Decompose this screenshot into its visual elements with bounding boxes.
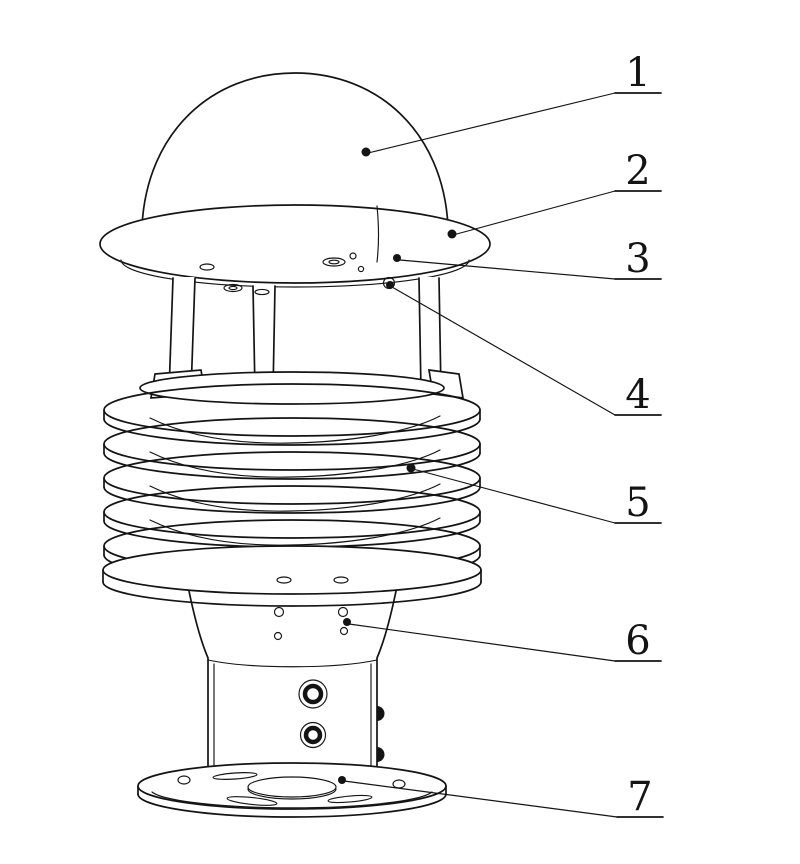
callout-1: 1 bbox=[361, 50, 662, 157]
callouts: 1 2 3 4 5 6 bbox=[338, 50, 664, 820]
louver-2 bbox=[103, 417, 481, 471]
sensor-port-b-inner bbox=[228, 285, 238, 291]
callout-3-dot bbox=[393, 254, 401, 262]
flange-center-hole-depth bbox=[247, 788, 337, 800]
louver-plates bbox=[103, 383, 481, 582]
post-right-edge bbox=[418, 277, 422, 393]
bolt-lower-ring bbox=[303, 725, 323, 745]
plate-hole-left bbox=[276, 576, 292, 584]
base-flange bbox=[137, 762, 447, 818]
callout-5-leader bbox=[412, 468, 616, 524]
callout-3: 3 bbox=[393, 236, 662, 282]
callout-1-dot bbox=[361, 147, 371, 157]
cone-cylinder-seam bbox=[207, 659, 378, 668]
callout-4-leader bbox=[391, 286, 616, 416]
callout-4: 4 bbox=[386, 281, 662, 418]
cap-ring-band bbox=[99, 204, 491, 284]
callout-7-dot bbox=[338, 776, 346, 784]
post-center-fill bbox=[253, 284, 275, 392]
callout-2: 2 bbox=[447, 148, 662, 239]
sensor-port-d-inner bbox=[328, 259, 340, 265]
flange-hole-left bbox=[177, 775, 191, 785]
callout-1-leader bbox=[367, 92, 616, 154]
callout-4-dot bbox=[386, 281, 394, 289]
louver-5-edge bbox=[103, 545, 481, 556]
callout-2-dot bbox=[447, 229, 457, 239]
callout-2-label: 2 bbox=[625, 148, 650, 194]
flange-center-hole bbox=[247, 776, 337, 798]
sensor-port-d bbox=[322, 257, 346, 267]
callout-2-leader bbox=[452, 190, 616, 236]
louver-3-edge bbox=[103, 477, 481, 488]
flange-slot-b bbox=[226, 796, 278, 806]
spacer-4 bbox=[149, 517, 441, 546]
callout-5-label: 5 bbox=[625, 480, 650, 526]
mount-plate bbox=[139, 371, 445, 405]
louver-3 bbox=[103, 451, 481, 505]
flange-disc bbox=[137, 762, 447, 810]
post-left-fill bbox=[169, 277, 195, 392]
bottom-plate-edge bbox=[102, 569, 482, 583]
flange-edge bbox=[137, 785, 447, 795]
louver-4-edge bbox=[103, 511, 481, 522]
flange-slot-c bbox=[327, 794, 373, 804]
sensor-port-b bbox=[223, 283, 243, 293]
bottom-plate-rim bbox=[102, 581, 482, 607]
sensor-port-a bbox=[199, 263, 215, 271]
dome-outline bbox=[141, 72, 449, 227]
spacer-1 bbox=[149, 415, 441, 444]
callout-5: 5 bbox=[406, 463, 662, 526]
bottom-plate bbox=[102, 545, 482, 595]
cone-hole-a bbox=[273, 606, 285, 618]
cap-ring-seam bbox=[376, 205, 380, 263]
callout-7: 7 bbox=[338, 774, 664, 820]
sensor-hole-a bbox=[349, 252, 357, 260]
louver-stack bbox=[103, 369, 481, 582]
flange-inner-rim bbox=[151, 791, 433, 809]
bolt-lower-outer bbox=[299, 721, 327, 749]
callout-6-label: 6 bbox=[625, 618, 650, 664]
sensor-port-c bbox=[254, 288, 270, 296]
dome bbox=[141, 72, 449, 227]
flange-slot-a bbox=[212, 772, 258, 780]
louver-4 bbox=[103, 485, 481, 539]
cone-hole-c bbox=[273, 631, 283, 641]
louver-2-edge bbox=[103, 443, 481, 454]
cap-ring-underside-edge bbox=[120, 259, 470, 288]
callout-5-dot bbox=[406, 463, 416, 473]
cone-hole-d bbox=[339, 626, 349, 636]
callout-1-label: 1 bbox=[625, 50, 650, 96]
callout-7-leader bbox=[343, 780, 618, 818]
callout-6: 6 bbox=[343, 618, 662, 664]
stack-bottom-plate bbox=[102, 545, 482, 607]
callout-7-label: 7 bbox=[627, 774, 652, 820]
spacer-3 bbox=[149, 483, 441, 512]
callout-6-dot bbox=[343, 618, 351, 626]
cylinder-fittings bbox=[298, 679, 385, 762]
callout-3-label: 3 bbox=[625, 236, 650, 282]
callout-3-leader bbox=[399, 259, 616, 280]
callout-4-label: 4 bbox=[625, 372, 650, 418]
callout-6-leader bbox=[348, 623, 616, 662]
flange-rim bbox=[137, 793, 447, 818]
louver-1-edge bbox=[103, 409, 481, 420]
cap-ring bbox=[99, 204, 491, 288]
side-connector-upper bbox=[377, 706, 385, 721]
cone-hole-b bbox=[337, 606, 349, 618]
bolt-upper-ring bbox=[302, 683, 324, 705]
plate-hole-right bbox=[333, 576, 349, 584]
cone-holes bbox=[273, 576, 349, 641]
bolt-upper-outer bbox=[298, 679, 328, 709]
spacer-2 bbox=[149, 449, 441, 478]
side-connector-lower bbox=[377, 747, 385, 762]
sensor-hole-b bbox=[357, 265, 365, 273]
